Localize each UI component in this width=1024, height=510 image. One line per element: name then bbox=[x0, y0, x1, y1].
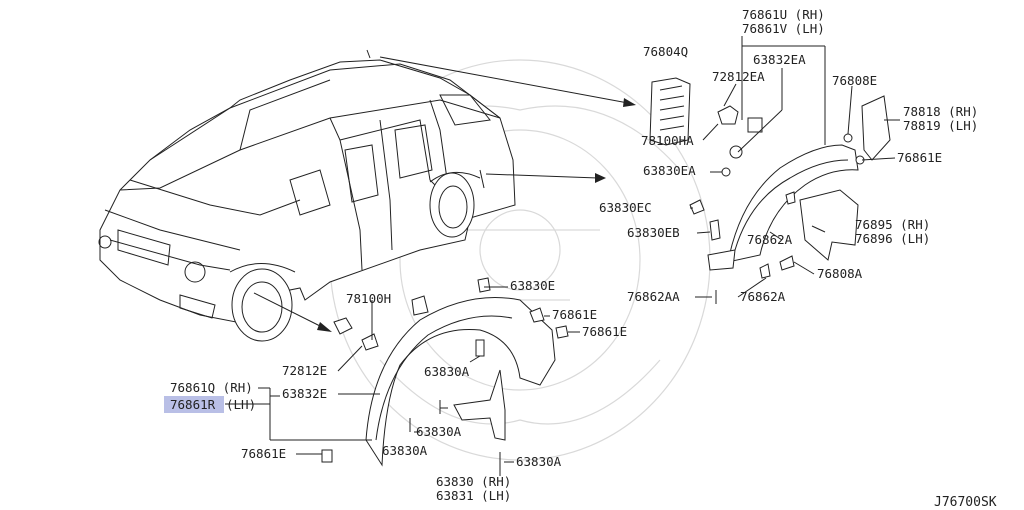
label-78100H[interactable]: 78100H bbox=[346, 291, 391, 306]
label-72812EA[interactable]: 72812EA bbox=[712, 69, 765, 84]
label-76861E-rear[interactable]: 76861E bbox=[897, 150, 942, 165]
label-76861R[interactable]: 76861R bbox=[170, 397, 216, 412]
label-63830A-4[interactable]: 63830A bbox=[516, 454, 562, 469]
label-76896[interactable]: 76896 (LH) bbox=[855, 231, 930, 246]
label-76861Q[interactable]: 76861Q (RH) bbox=[170, 380, 253, 395]
label-63830EB[interactable]: 63830EB bbox=[627, 225, 680, 240]
label-78100HA[interactable]: 78100HA bbox=[641, 133, 694, 148]
front-arch-assembly bbox=[321, 277, 569, 470]
front-labels: 78100H 63830E 76861E 76861E 72812E 63830… bbox=[170, 278, 627, 503]
label-76861R-side: (LH) bbox=[226, 397, 256, 412]
label-63830EC[interactable]: 63830EC bbox=[599, 200, 652, 215]
label-63830A-2[interactable]: 63830A bbox=[416, 424, 462, 439]
label-63830[interactable]: 63830 (RH) bbox=[436, 474, 511, 489]
rear-arch-assembly bbox=[649, 77, 891, 304]
label-63830A-1[interactable]: 63830A bbox=[424, 364, 470, 379]
label-76895[interactable]: 76895 (RH) bbox=[855, 217, 930, 232]
label-76861E-1[interactable]: 76861E bbox=[552, 307, 597, 322]
label-63832E[interactable]: 63832E bbox=[282, 386, 327, 401]
rear-labels: 76804Q 76861U (RH) 76861V (LH) 63832EA 7… bbox=[599, 7, 978, 304]
label-72812E[interactable]: 72812E bbox=[282, 363, 327, 378]
label-76862AA[interactable]: 76862AA bbox=[627, 289, 680, 304]
label-76861E-3[interactable]: 76861E bbox=[241, 446, 286, 461]
label-63830EA[interactable]: 63830EA bbox=[643, 163, 696, 178]
watermark-emblem bbox=[329, 59, 711, 461]
label-78819[interactable]: 78819 (LH) bbox=[903, 118, 978, 133]
diagram-id: J76700SK bbox=[934, 495, 997, 510]
label-76861U[interactable]: 76861U (RH) bbox=[742, 7, 825, 22]
label-63832EA[interactable]: 63832EA bbox=[753, 52, 806, 67]
label-63830A-3[interactable]: 63830A bbox=[382, 443, 428, 458]
label-76861V[interactable]: 76861V (LH) bbox=[742, 21, 825, 36]
label-63831[interactable]: 63831 (LH) bbox=[436, 488, 511, 503]
rear-leader-lines bbox=[690, 36, 900, 298]
pointer-arrows bbox=[253, 56, 636, 332]
label-76861E-2[interactable]: 76861E bbox=[582, 324, 627, 339]
front-leader-lines bbox=[225, 286, 580, 476]
label-76808A[interactable]: 76808A bbox=[817, 266, 863, 281]
label-76862A-lower[interactable]: 76862A bbox=[740, 289, 786, 304]
label-76862A-upper[interactable]: 76862A bbox=[747, 232, 793, 247]
label-76804Q[interactable]: 76804Q bbox=[643, 44, 688, 59]
label-63830E[interactable]: 63830E bbox=[510, 278, 555, 293]
label-76808E[interactable]: 76808E bbox=[832, 73, 877, 88]
selected-part-highlight bbox=[164, 396, 224, 413]
label-78818[interactable]: 78818 (RH) bbox=[903, 104, 978, 119]
vehicle-drawing bbox=[98, 49, 516, 342]
